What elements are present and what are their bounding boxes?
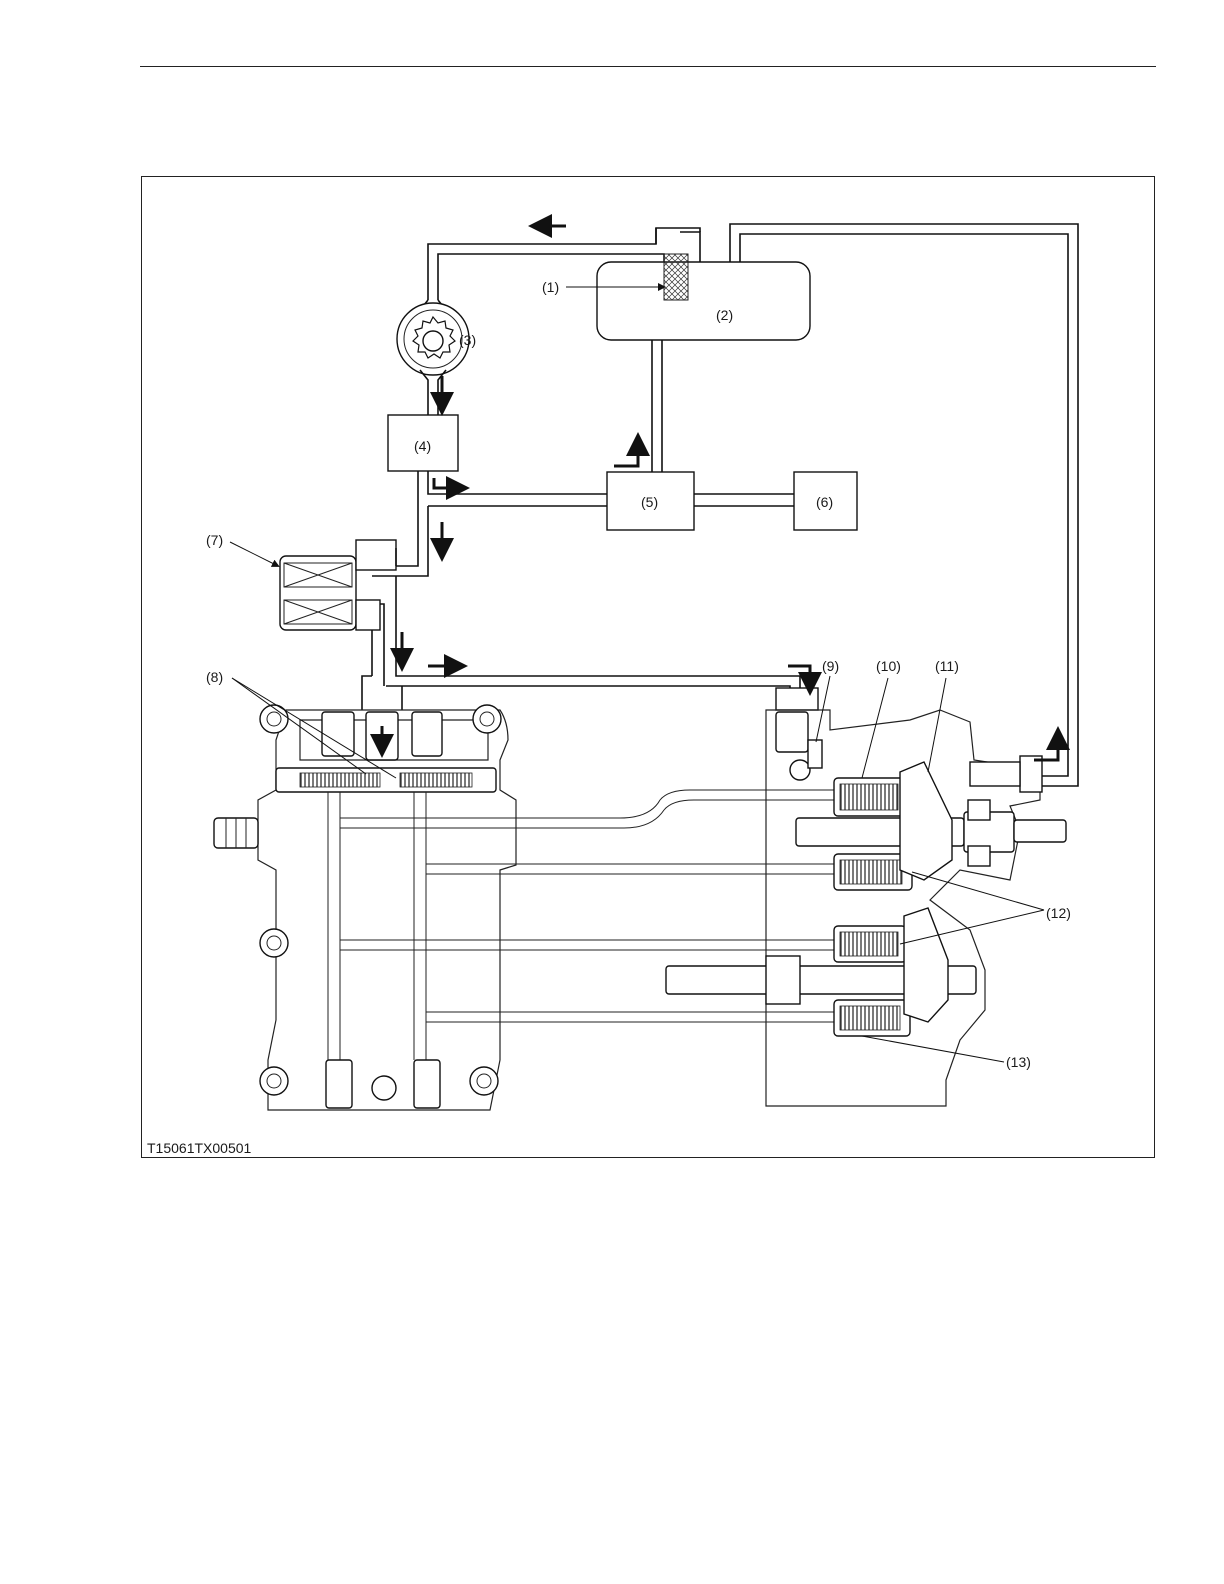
right-housing [666,710,1066,1106]
callout-4: (4) [414,438,431,454]
callout-6: (6) [816,494,833,510]
callout-11: (11) [935,658,959,674]
hydraulic-pump [397,300,469,415]
figure-code: T15061TX00501 [147,1140,252,1156]
callout-7: (7) [206,532,223,548]
solenoid-valve [280,540,800,700]
control-lines [362,676,818,710]
strainer [664,254,688,300]
callout-3: (3) [459,332,476,348]
callout-5: (5) [641,494,658,510]
callout-2: (2) [716,307,733,323]
callout-12: (12) [1046,905,1071,921]
left-housing [214,705,516,1110]
callout-1: (1) [542,279,559,295]
callout-9: (9) [822,658,839,674]
callout-8: (8) [206,669,223,685]
oil-tank [597,254,810,340]
callout-10: (10) [876,658,901,674]
callout-13: (13) [1006,1054,1031,1070]
